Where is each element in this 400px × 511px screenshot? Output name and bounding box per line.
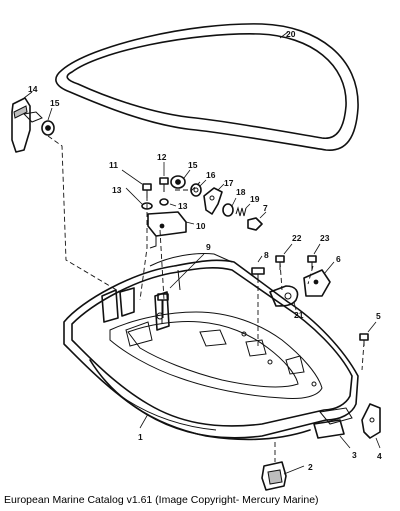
hardware-cluster: [121, 162, 267, 249]
callout-3: 3: [352, 450, 357, 460]
callout-11: 11: [109, 160, 118, 170]
assembly-lines: [47, 135, 365, 462]
callout-10: 10: [196, 221, 206, 231]
part-1-bottom-cowl: [63, 253, 359, 441]
callout-1: 1: [138, 432, 143, 442]
callout-2: 2: [308, 462, 313, 472]
callout-9: 9: [206, 242, 211, 252]
callout-19: 19: [250, 194, 260, 204]
callout-18: 18: [236, 187, 246, 197]
part-14-latch-bracket: [11, 91, 43, 153]
callout-labels: 1 2 3 4 5 6 7 8 9 10 11 12 13 13 14 15 1…: [28, 29, 382, 472]
part-23-screw: [307, 243, 321, 270]
callout-8: 8: [264, 250, 269, 260]
callout-12: 12: [157, 152, 167, 162]
part-8-screw: [251, 255, 265, 282]
part-9-stud: [157, 253, 205, 318]
part-5-screw: [359, 321, 377, 346]
callout-16: 16: [206, 170, 216, 180]
callout-6: 6: [336, 254, 341, 264]
callout-13-left: 13: [112, 185, 122, 195]
callout-21: 21: [294, 310, 304, 320]
callout-7: 7: [263, 203, 268, 213]
callout-17: 17: [224, 178, 234, 188]
part-2-plug: [261, 461, 305, 491]
callout-5: 5: [376, 311, 381, 321]
callout-13-right: 13: [178, 201, 188, 211]
part-6-bracket: [303, 261, 335, 297]
part-15-bumper-left: [41, 107, 55, 136]
part-22-screw: [275, 243, 293, 270]
callout-23: 23: [320, 233, 330, 243]
callout-4: 4: [377, 451, 382, 461]
part-21-clip: [269, 285, 299, 311]
part-4-rear-bracket: [361, 403, 381, 449]
callout-15-upper: 15: [188, 160, 198, 170]
callout-22: 22: [292, 233, 302, 243]
image-caption: European Marine Catalog v1.61 (Image Cop…: [4, 494, 319, 506]
part-20-cowl-seal: [55, 23, 359, 151]
callout-20: 20: [286, 29, 296, 39]
callout-14: 14: [28, 84, 38, 94]
callout-15-left: 15: [50, 98, 60, 108]
part-3-plate: [313, 419, 351, 449]
